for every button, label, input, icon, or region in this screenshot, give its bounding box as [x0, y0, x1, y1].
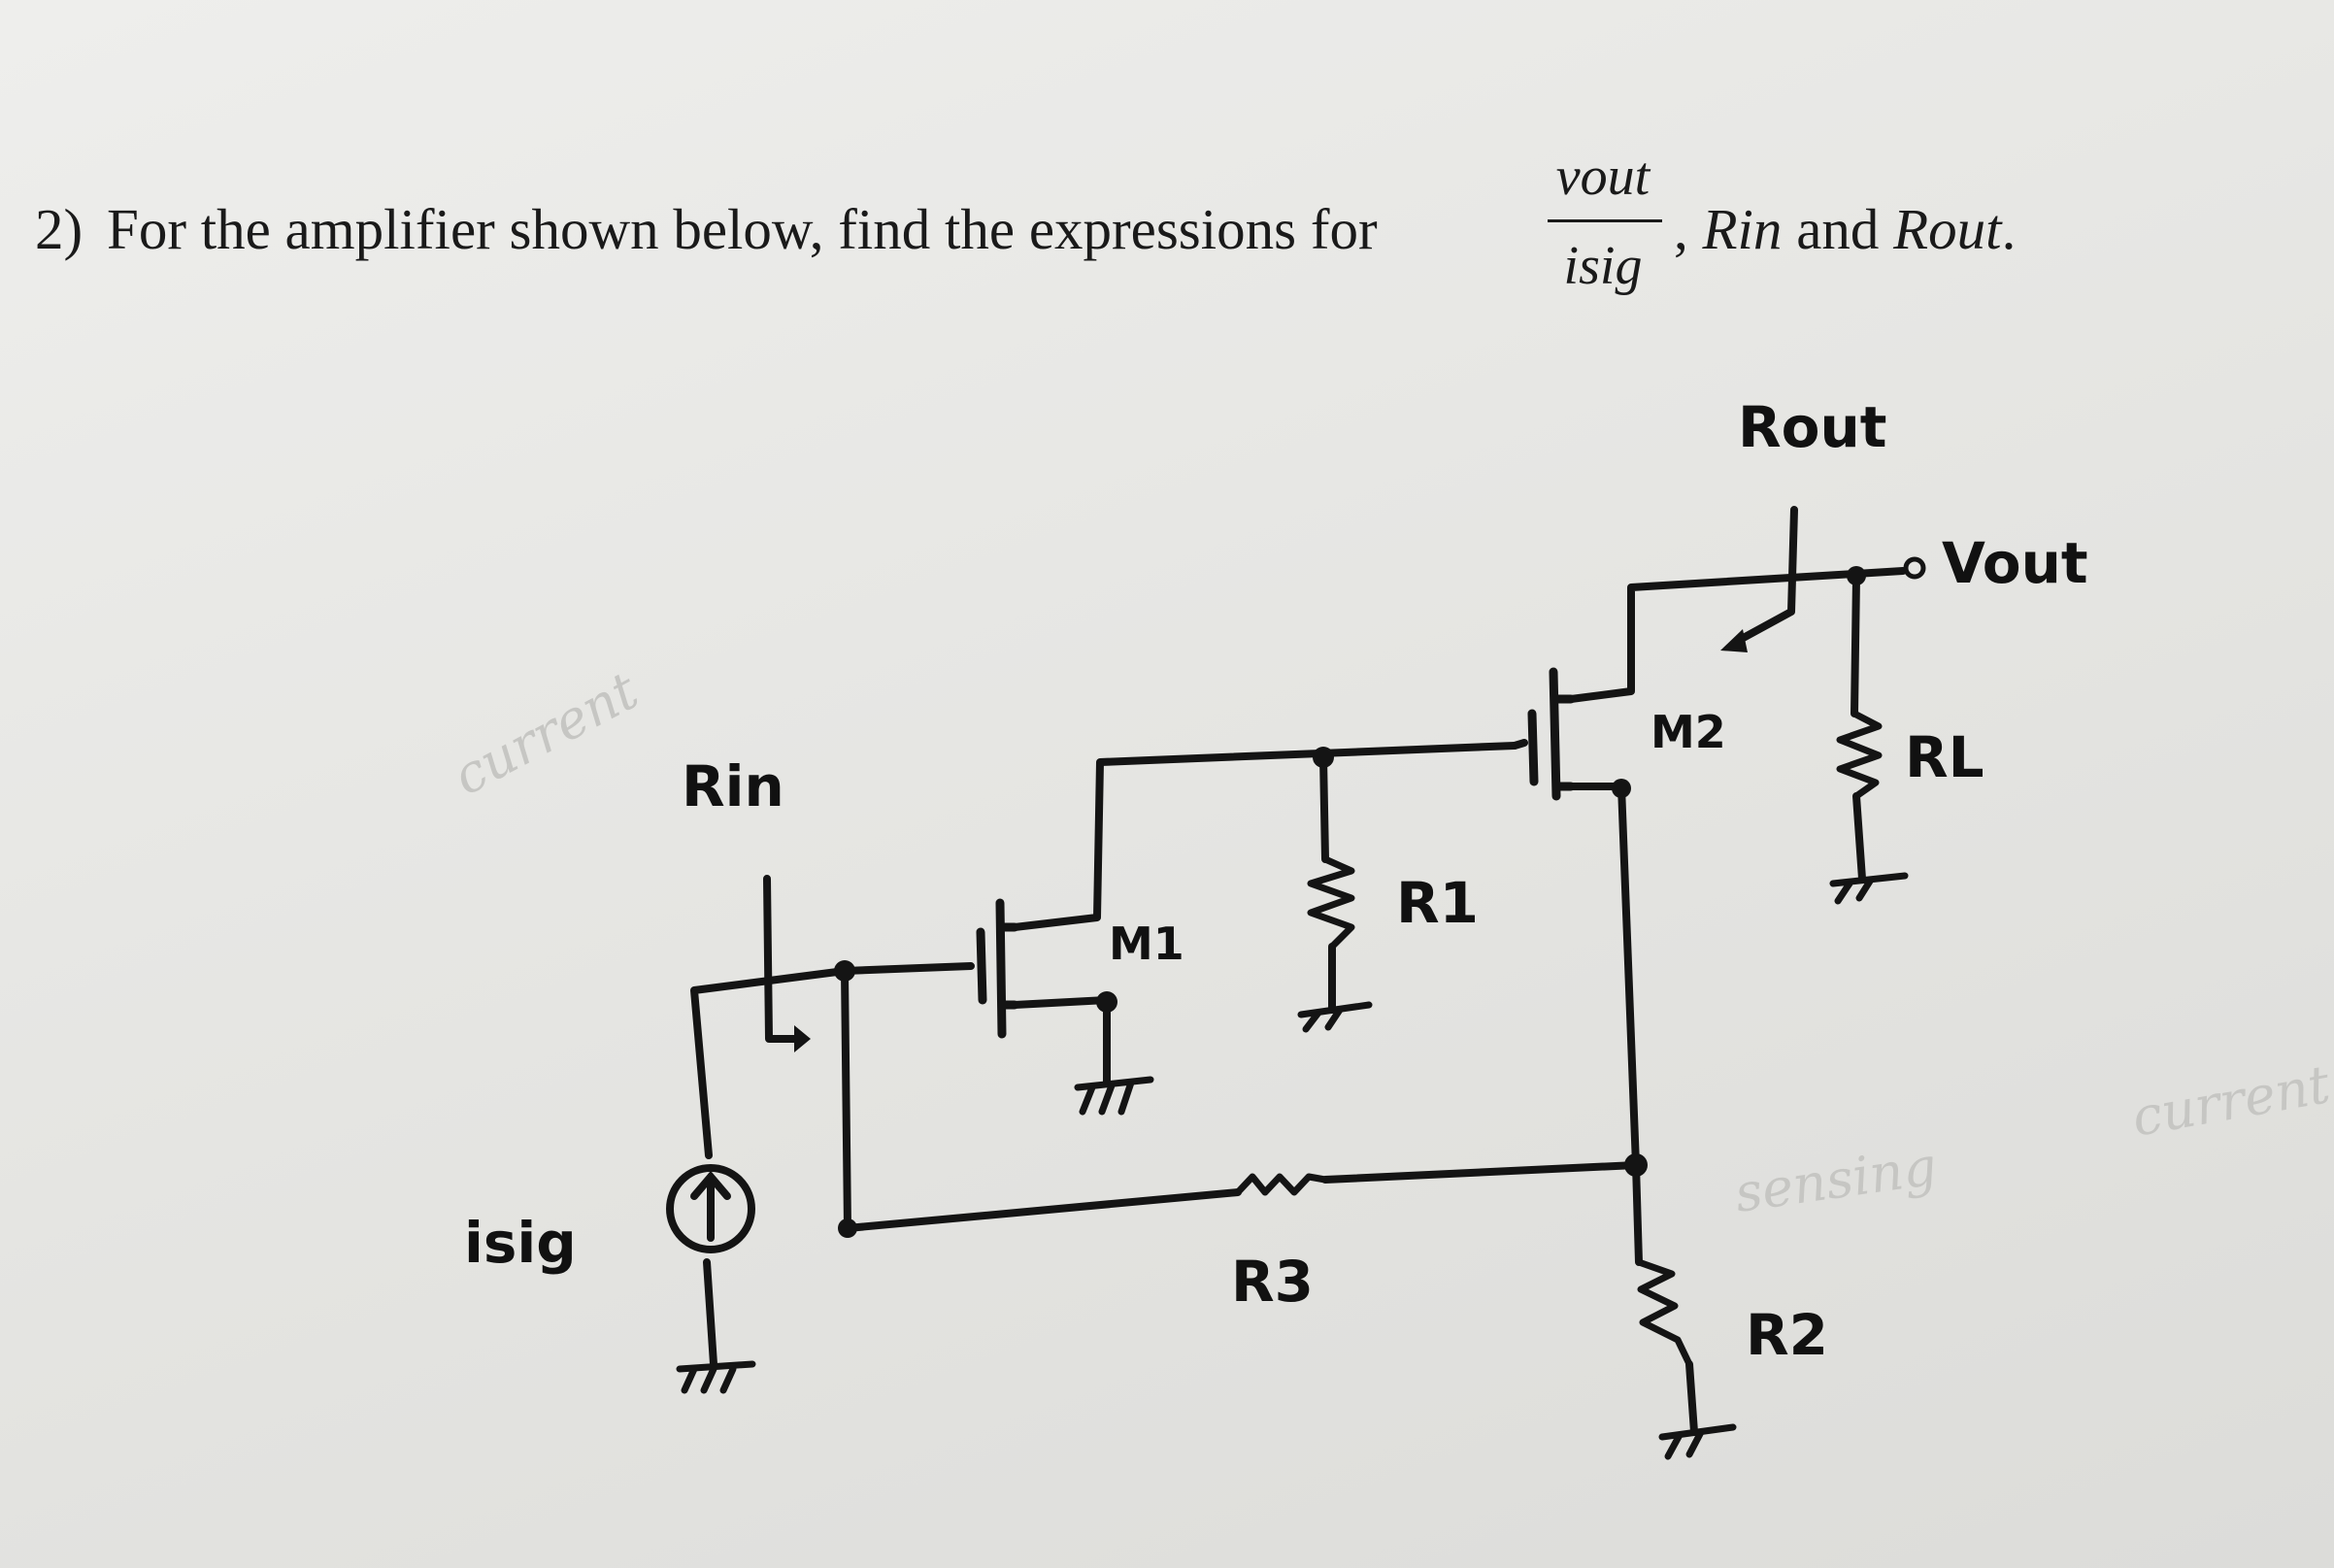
- rl-resistor: [1836, 710, 1883, 799]
- faint-note-right: current: [2127, 1053, 2334, 1149]
- r1-top-wire: [1319, 753, 1329, 863]
- question-text: 2) For the amplifier shown below, find t…: [35, 146, 2171, 320]
- ground-symbols: [676, 872, 1909, 1460]
- m2-drain-wire: [1567, 567, 1907, 703]
- rl-bottom-wire: [1852, 792, 1866, 883]
- r1-resistor: [1307, 855, 1355, 950]
- question-period: .: [2001, 197, 2017, 261]
- m1-source-wire: [1011, 996, 1111, 1086]
- fraction-numerator: vout: [1555, 147, 1650, 207]
- question-tail: , Rin and Rout.: [1674, 196, 2016, 263]
- rout-probe: [1734, 506, 1798, 645]
- m2-gate-wire: [1511, 739, 1528, 750]
- rin-probe: [763, 875, 805, 1043]
- r2-resistor: [1637, 1258, 1693, 1366]
- label-m1: M1: [1109, 917, 1184, 970]
- label-m2: M2: [1650, 706, 1726, 758]
- label-rout: Rout: [1738, 394, 1887, 460]
- feedback-left-wire: [841, 967, 851, 1232]
- node-input: [834, 960, 855, 982]
- r3-right-wire: [1321, 1161, 1640, 1184]
- junction-dots: [834, 566, 1866, 1238]
- node-output: [1847, 566, 1866, 585]
- label-isig: isig: [464, 1210, 577, 1276]
- isig-wire-bottom: [703, 1258, 717, 1368]
- question-rin: Rin: [1702, 197, 1783, 261]
- ground-icon: [1658, 1423, 1737, 1460]
- ground-icon: [1297, 1001, 1373, 1033]
- label-r1: R1: [1396, 870, 1479, 936]
- r2-bottom-wire: [1685, 1360, 1698, 1436]
- node-r1: [1313, 747, 1334, 768]
- question-and: and: [1796, 197, 1880, 261]
- faint-note-sensing: sensing: [1731, 1135, 1941, 1223]
- question-prompt: For the amplifier shown below, find the …: [107, 197, 1378, 261]
- label-r2: R2: [1746, 1302, 1828, 1368]
- label-vout: Vout: [1942, 530, 2088, 596]
- m2-transistor: [1527, 667, 1576, 801]
- question-number: 2): [35, 197, 83, 261]
- isig-current-source: [666, 1164, 755, 1253]
- r3-left-wire: [844, 1188, 1242, 1232]
- rout-arrowhead: [1720, 629, 1748, 652]
- m1-drain-wire: [1011, 742, 1518, 931]
- fraction-bar: [1548, 219, 1662, 222]
- question-comma: ,: [1674, 197, 1688, 261]
- label-rin: Rin: [682, 753, 784, 819]
- node-r2-top: [1624, 1153, 1648, 1177]
- m2-source-wire: [1567, 783, 1643, 1266]
- ground-icon: [1074, 1076, 1154, 1116]
- m1-gate-wire: [841, 962, 975, 975]
- r3-resistor: [1235, 1173, 1326, 1196]
- isig-wire-top: [690, 967, 849, 1159]
- node-m1-source: [1096, 991, 1117, 1013]
- fraction-denominator: isig: [1563, 236, 1643, 296]
- ground-icon: [1829, 872, 1909, 905]
- node-m2-source: [1612, 779, 1631, 798]
- rl-top-wire: [1851, 574, 1860, 717]
- vout-terminal: [1903, 556, 1926, 580]
- rin-arrowhead: [794, 1025, 811, 1052]
- ground-icon: [676, 1360, 756, 1394]
- label-r3: R3: [1231, 1249, 1314, 1315]
- faint-note-left: current: [444, 659, 649, 807]
- node-feedback: [838, 1218, 857, 1238]
- question-rout: Rout: [1893, 197, 2002, 261]
- m1-transistor: [976, 898, 1019, 1039]
- label-rl: RL: [1905, 724, 1984, 790]
